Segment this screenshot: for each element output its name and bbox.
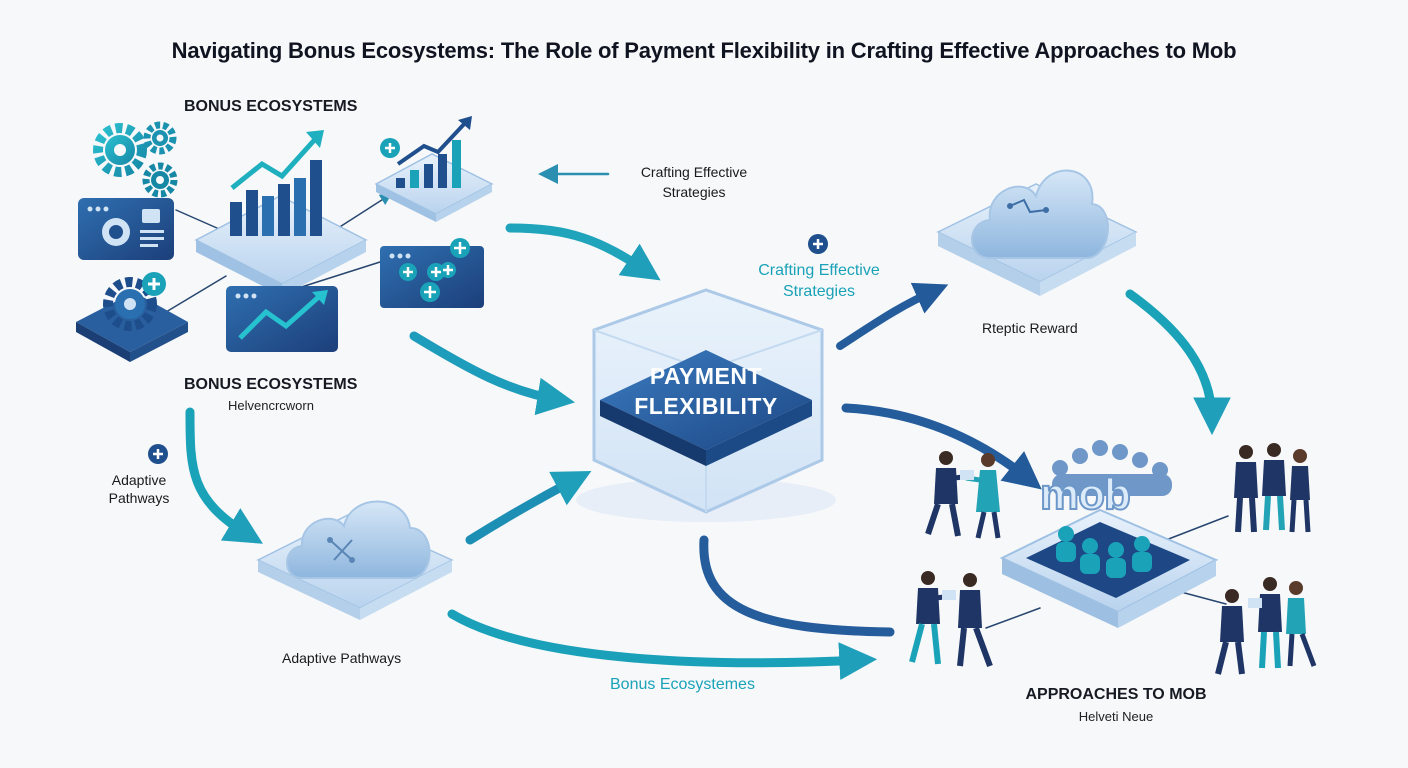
crafting-strategies-top-line1: Crafting Effective xyxy=(612,164,776,180)
arrow-icon xyxy=(510,228,648,272)
gear-plus-tile xyxy=(76,272,188,362)
bonus-ecosystems-sublabel: Helvencrcworn xyxy=(228,398,314,413)
person-figure xyxy=(958,573,990,666)
small-chart-tile xyxy=(376,116,492,222)
crafting-strategies-teal-line1: Crafting Effective xyxy=(734,262,904,280)
connector-line xyxy=(1166,516,1228,540)
connector-line xyxy=(335,196,388,230)
person-figure xyxy=(1286,581,1314,666)
bonus-ecosystems-bottom-label: Bonus Ecosystemes xyxy=(610,676,755,694)
cloud-icon xyxy=(972,171,1108,258)
approaches-to-mob-label: APPROACHES TO MOB xyxy=(1000,686,1232,704)
page-title: Navigating Bonus Ecosystems: The Role of… xyxy=(0,38,1408,64)
tablet-icon xyxy=(942,590,956,600)
plus-card xyxy=(380,238,484,308)
adaptive-pathways-tile xyxy=(258,501,452,620)
bonus-ecosystems-mid-label: BONUS ECOSYSTEMS xyxy=(184,376,357,394)
arrow-icon xyxy=(704,540,890,632)
gear-icon xyxy=(98,128,142,172)
gear-icon xyxy=(147,125,173,151)
person-figure xyxy=(1218,589,1244,674)
crafting-strategies-teal-line2: Strategies xyxy=(734,283,904,301)
person-figure xyxy=(912,571,952,664)
arrow-icon xyxy=(414,336,560,400)
reward-tile xyxy=(938,171,1136,296)
plus-icon xyxy=(808,234,828,254)
plus-icon xyxy=(148,444,168,464)
line-chart-icon xyxy=(226,286,338,352)
arrow-icon xyxy=(1130,294,1212,420)
crafting-strategies-top-line2: Strategies xyxy=(612,184,776,200)
tablet-icon xyxy=(960,470,974,480)
mob-platform xyxy=(1002,440,1216,628)
connector-line xyxy=(986,608,1040,628)
dashboard-card-icon xyxy=(78,198,174,260)
payment-flexibility-line2: FLEXIBILITY xyxy=(596,392,816,420)
payment-flexibility-line1: PAYMENT xyxy=(596,362,816,390)
bonus-ecosystems-label: BONUS ECOSYSTEMS xyxy=(184,98,357,116)
bar-chart-tile xyxy=(196,130,366,296)
person-figure xyxy=(1234,445,1258,532)
adaptive-pathways-left-line2: Pathways xyxy=(96,490,182,506)
arrow-icon xyxy=(470,478,578,540)
person-figure xyxy=(1262,443,1286,530)
person-figure xyxy=(966,453,1000,538)
approaches-to-mob-sublabel: Helveti Neue xyxy=(1000,709,1232,724)
bonus-ecosystems-cluster xyxy=(76,116,492,362)
person-figure xyxy=(1290,449,1310,532)
adaptive-pathways-left-line1: Adaptive xyxy=(96,472,182,488)
mob-3d-word: mob xyxy=(1040,470,1130,520)
person-figure xyxy=(928,451,972,536)
person-figure xyxy=(1258,577,1282,668)
tablet-icon xyxy=(1248,598,1262,608)
cloud-icon xyxy=(287,501,430,578)
adaptive-pathways-label: Adaptive Pathways xyxy=(282,650,401,666)
gear-icon xyxy=(146,166,174,194)
connector-line xyxy=(166,276,226,312)
arrow-icon xyxy=(190,412,250,536)
reward-label: Rteptic Reward xyxy=(982,320,1078,336)
